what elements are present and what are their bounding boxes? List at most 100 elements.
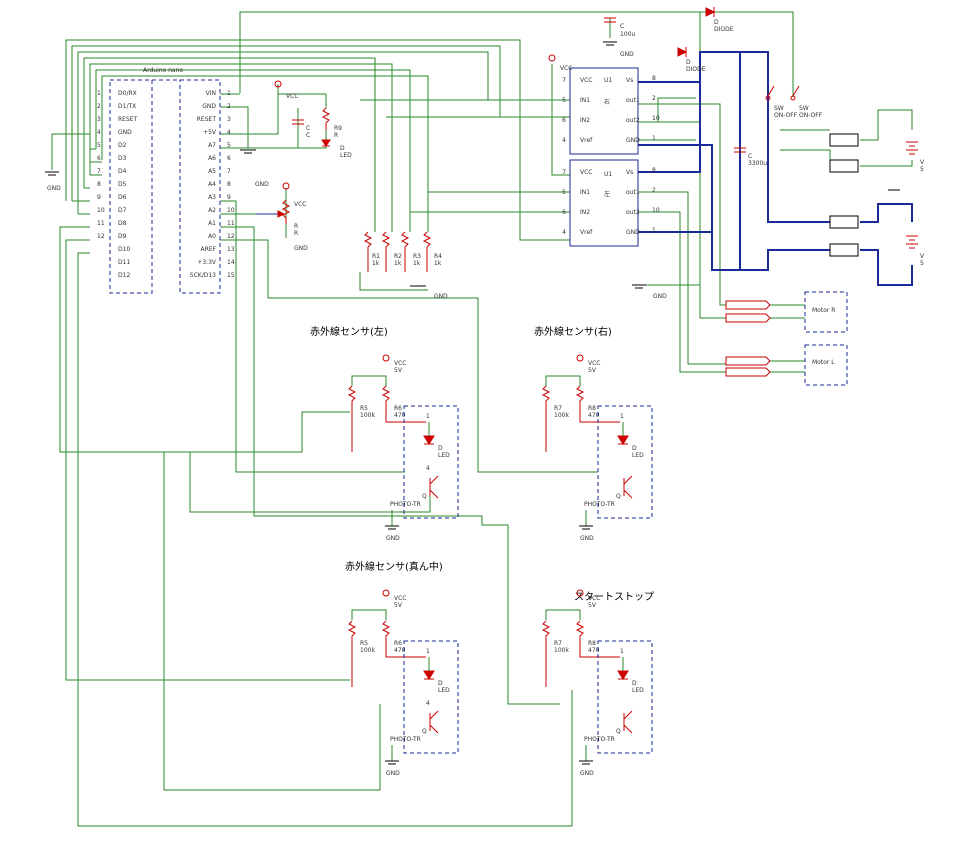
arduino-right-pin-number: 4 [227, 129, 231, 136]
gnd-symbol-top: GND [603, 41, 634, 58]
arduino-left-pin-name: D3 [118, 155, 127, 162]
arduino-right-pin-name: A5 [208, 168, 216, 175]
resistor-left-value: 100k [360, 647, 375, 654]
arduino-right-pin-name: GND [202, 103, 216, 110]
svg-text:R3: R3 [413, 253, 421, 260]
svg-text:3300u: 3300u [748, 160, 767, 167]
resistor-left-name: R5 [360, 640, 368, 647]
gnd-symbol-a7: GND [240, 149, 269, 188]
resistor-right-name: R6 [394, 640, 402, 647]
resistor-470 [381, 620, 426, 658]
arduino-left-pin-number: 11 [97, 220, 105, 227]
driver-left-pin-number: 7 [562, 77, 566, 84]
vcc-symbol-drivers: VCC [548, 54, 572, 72]
arduino-left-pin-number: 2 [97, 103, 101, 110]
svg-text:GND: GND [620, 51, 634, 58]
arduino-left-pin-number: 4 [97, 129, 101, 136]
arduino-right-pin-number: 3 [227, 116, 231, 123]
driver-right-pin-name: out2 [626, 209, 640, 216]
five-v-label: 5V [394, 602, 403, 609]
driver-right-pin-name: Vs [626, 77, 633, 84]
ir-led [423, 670, 435, 680]
driver-right-pin-name: GND [626, 229, 640, 236]
driver-right-pin-number: 10 [652, 207, 660, 214]
svg-text:1k: 1k [434, 260, 442, 267]
svg-text:C: C [306, 132, 310, 139]
vcc-label: VCC [588, 360, 600, 367]
svg-text:ON-OFF: ON-OFF [774, 112, 798, 119]
driver-right-pin-name: out1 [626, 97, 640, 104]
svg-text:V: V [920, 159, 925, 166]
svg-text:VCC: VCC [560, 65, 572, 72]
arduino-right-pin-name: A6 [208, 155, 216, 162]
svg-text:C: C [306, 125, 310, 132]
svg-text:Motor R: Motor R [812, 307, 835, 314]
resistor-r3: R3 1k [400, 231, 421, 272]
driver-left-pin-number: 4 [562, 137, 566, 144]
vcc-symbol [576, 354, 584, 362]
vcc-label: VCC [394, 595, 406, 602]
gnd-symbol-left: GND [45, 171, 61, 192]
driver-right-pin-name: GND [626, 137, 640, 144]
arduino-right-header [179, 79, 221, 294]
resistor-right-name: R6 [394, 405, 402, 412]
resistor-right-name: R8 [588, 640, 596, 647]
arduino-right-pin-number: 10 [227, 207, 235, 214]
svg-text:D: D [340, 145, 345, 152]
arduino-left-pin-name: D10 [118, 246, 130, 253]
sensor-package [403, 640, 459, 754]
driver-left-pin-name: Vref [580, 137, 593, 144]
five-v-label: 5V [394, 367, 403, 374]
arduino-right-pin-name: A4 [208, 181, 216, 188]
sensor-package [597, 640, 653, 754]
led-value: LED [438, 452, 450, 459]
resistor-470 [575, 385, 620, 423]
arduino-right-pin-name: SCK/D13 [190, 272, 216, 279]
svg-text:100u: 100u [620, 31, 635, 38]
led-name: D [632, 445, 637, 452]
arduino-right-pin-name: RESET [197, 116, 217, 123]
svg-text:LED: LED [340, 152, 352, 159]
driver-left-pin-number: 6 [562, 209, 566, 216]
svg-text:GND: GND [255, 181, 269, 188]
led-value: LED [438, 687, 450, 694]
five-v-label: 5V [588, 367, 597, 374]
transistor-value: PHOTO-TR [584, 736, 615, 743]
svg-text:1k: 1k [372, 260, 380, 267]
arduino-left-pin-number: 1 [97, 90, 101, 97]
svg-text:ON-OFF: ON-OFF [799, 112, 823, 119]
arduino-right-pin-name: VIN [206, 90, 216, 97]
svg-text:R: R [294, 230, 298, 237]
arduino-right-pin-name: +3.3V [197, 259, 217, 266]
resistor-right-value: 470 [588, 412, 600, 419]
resistor-left-name: R5 [360, 405, 368, 412]
driver-right-pin-number: 1 [652, 135, 656, 142]
resistor-left-name: R7 [554, 640, 562, 647]
transistor-value: PHOTO-TR [390, 736, 421, 743]
driver-left-pin-number: 6 [562, 117, 566, 124]
sensor-package [403, 405, 459, 519]
arduino-right-pin-number: 12 [227, 233, 235, 240]
arduino-right-pin-number: 2 [227, 103, 231, 110]
arduino-left-pin-name: D0/RX [118, 90, 137, 97]
resistor-left-name: R7 [554, 405, 562, 412]
arduino-right-pin-name: +5V [203, 129, 217, 136]
svg-text:Motor L: Motor L [812, 359, 835, 366]
led-name: D [632, 680, 637, 687]
driver-left-pin-number: 5 [562, 189, 566, 196]
svg-text:GND: GND [653, 293, 667, 300]
driver-right-pin-number: 2 [652, 95, 656, 102]
arduino-right-pin-number: 1 [227, 90, 231, 97]
signal-wires [51, 11, 913, 827]
resistor-right-value: 470 [588, 647, 600, 654]
driver-left-pin-name: IN2 [580, 209, 590, 216]
led-value: LED [632, 452, 644, 459]
resistor-right-name: R8 [588, 405, 596, 412]
driver-left-pin-name: VCC [580, 169, 592, 176]
resistor-left-value: 100k [360, 412, 375, 419]
